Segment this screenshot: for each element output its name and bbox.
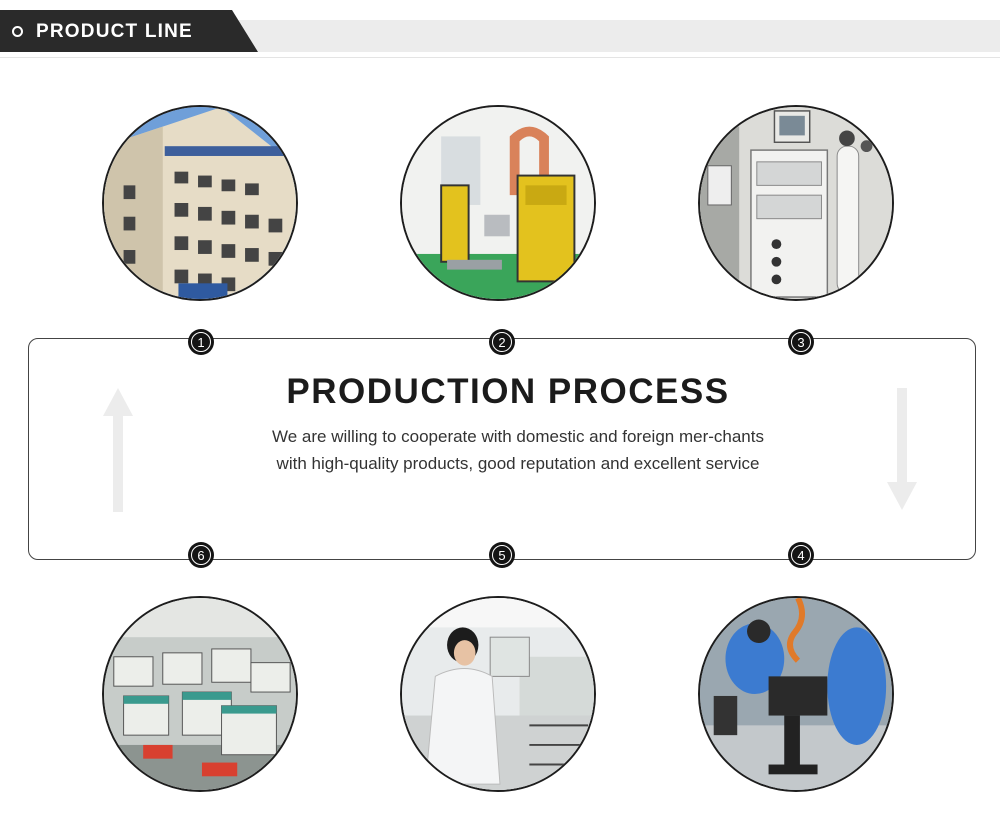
step-number: 2 — [492, 332, 512, 352]
step-2-photo — [400, 105, 596, 301]
process-description: We are willing to cooperate with domesti… — [272, 427, 764, 473]
header-divider — [0, 57, 1000, 58]
process-box — [28, 338, 976, 560]
step-6-photo — [102, 596, 298, 792]
step-badge-1: 1 — [188, 329, 214, 355]
step-badge-4: 4 — [788, 542, 814, 568]
step-number: 1 — [191, 332, 211, 352]
step-5-photo — [400, 596, 596, 792]
section-title: PRODUCT LINE — [36, 21, 193, 42]
arrow-down-icon — [887, 388, 917, 510]
ring-icon — [12, 26, 23, 37]
step-number: 5 — [492, 545, 512, 565]
step-number: 4 — [791, 545, 811, 565]
step-4-photo — [698, 596, 894, 792]
step-1-photo — [102, 105, 298, 301]
arrow-up-icon — [103, 388, 133, 512]
step-badge-3: 3 — [788, 329, 814, 355]
step-badge-2: 2 — [489, 329, 515, 355]
step-badge-5: 5 — [489, 542, 515, 568]
process-title: PRODUCTION PROCESS — [286, 372, 730, 411]
step-3-photo — [698, 105, 894, 301]
header-tab: PRODUCT LINE — [0, 10, 258, 52]
step-number: 6 — [191, 545, 211, 565]
step-number: 3 — [791, 332, 811, 352]
step-badge-6: 6 — [188, 542, 214, 568]
